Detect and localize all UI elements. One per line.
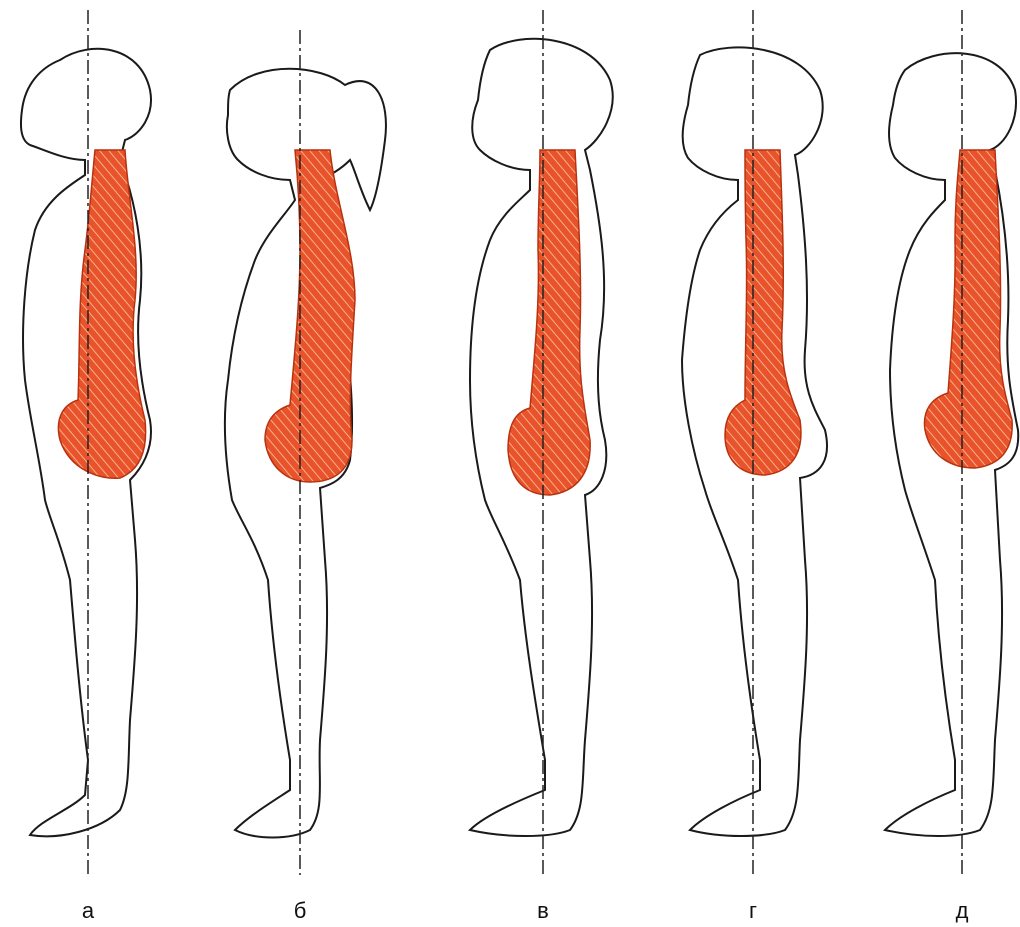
- figure-label-c: в: [537, 898, 549, 923]
- figure-label-b: б: [294, 898, 307, 923]
- figure-b: [225, 30, 386, 875]
- spine-c: [508, 150, 590, 495]
- figure-a: [21, 10, 151, 875]
- figure-label-e: д: [956, 898, 969, 923]
- spine-b: [265, 150, 355, 482]
- figure-c: [470, 10, 613, 875]
- figure-e: [885, 10, 1018, 875]
- figure-label-d: г: [749, 898, 757, 923]
- figure-d: [682, 10, 827, 875]
- figure-label-a: а: [82, 898, 95, 923]
- spine-d: [725, 150, 801, 475]
